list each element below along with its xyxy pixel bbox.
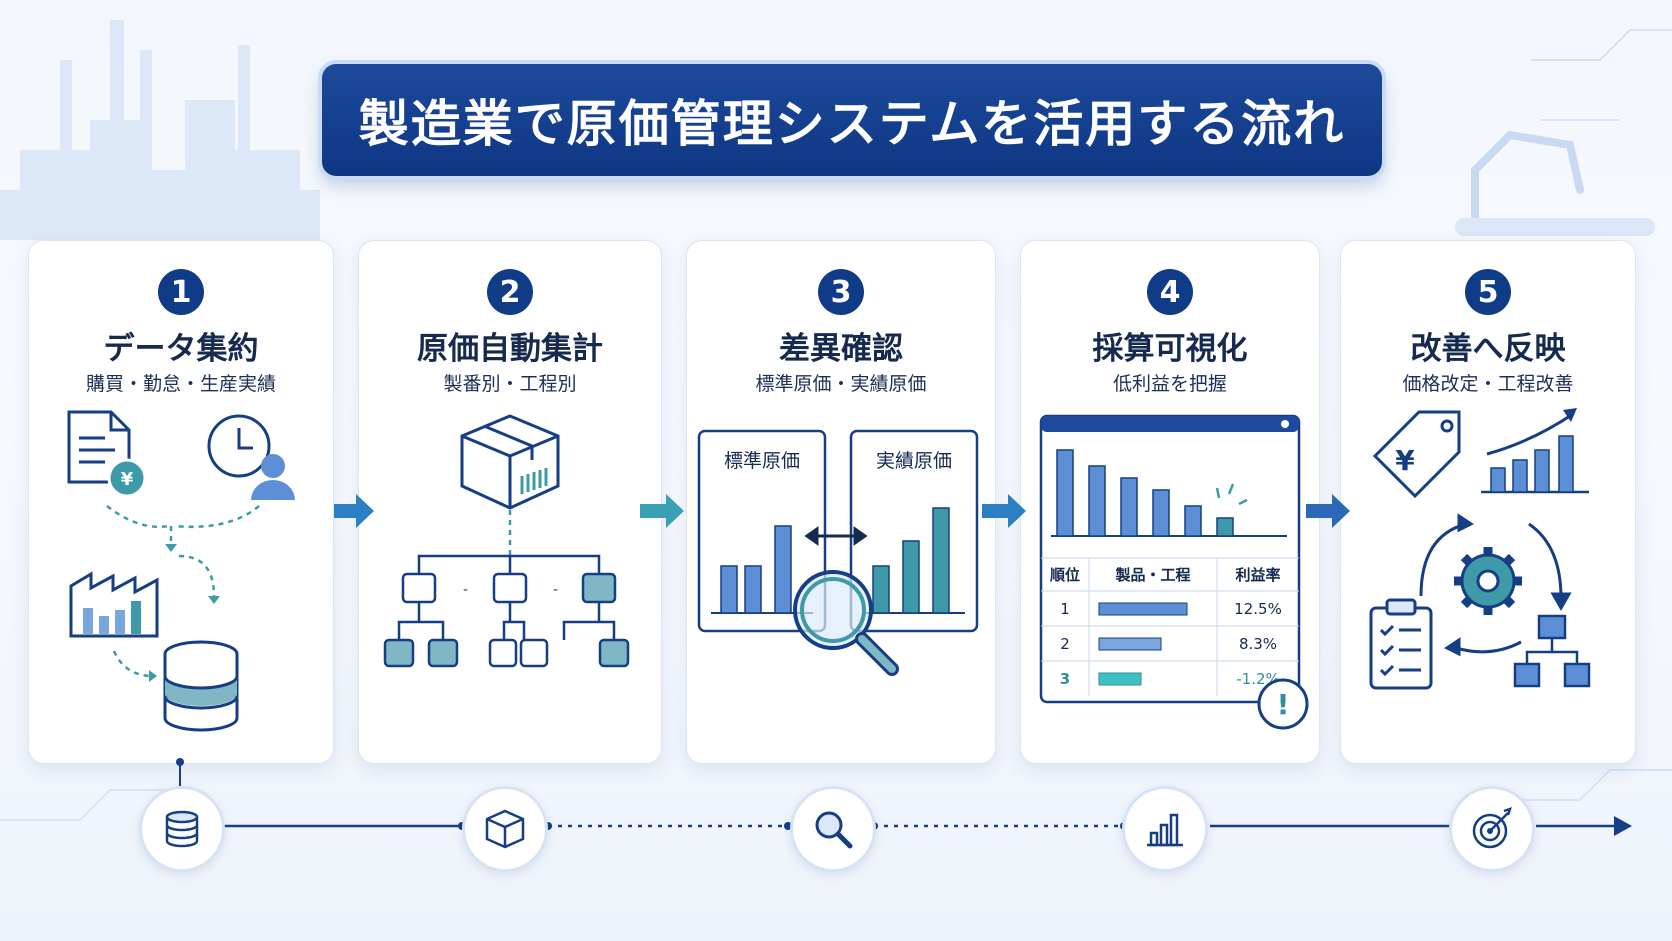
- page-title: 製造業で原価管理システムを活用する流れ: [358, 95, 1346, 153]
- step1-illustration: ¥: [67, 410, 295, 732]
- svg-text:!: !: [1277, 688, 1290, 721]
- cycle-arrows-icon: [1419, 513, 1572, 657]
- actual-cost-label: 実績原価: [876, 450, 952, 472]
- step4-illustration: 順位 製品・工程 利益率 1 12.5% 2 8.3% 3 -1.2% !: [1039, 414, 1309, 730]
- timeline-node-2: [462, 786, 548, 872]
- magnifier-icon: [815, 811, 853, 849]
- step-title: データ集約: [103, 331, 259, 367]
- svg-text:-: -: [463, 582, 468, 598]
- standard-cost-label: 標準原価: [724, 450, 800, 472]
- step-subtitle: 標準原価・実績原価: [755, 373, 927, 395]
- svg-text:12.5%: 12.5%: [1234, 600, 1282, 618]
- next-step-arrow-icon: [640, 494, 684, 528]
- gear-icon: [1454, 547, 1522, 615]
- step-subtitle: 購買・勤怠・生産実績: [85, 373, 276, 395]
- profit-ranking-table: 順位 製品・工程 利益率 1 12.5% 2 8.3% 3 -1.2%: [1041, 557, 1299, 696]
- svg-text:1: 1: [1060, 600, 1070, 618]
- table-header: 製品・工程: [1114, 566, 1190, 584]
- compare-arrow-icon: [804, 526, 868, 546]
- next-step-arrow-icon: [1306, 494, 1350, 528]
- table-row: 2 8.3%: [1060, 635, 1277, 653]
- svg-text:-: -: [553, 582, 558, 598]
- growth-chart-icon: [1481, 408, 1589, 494]
- step5-illustration: ¥: [1369, 408, 1591, 690]
- step-subtitle: 低利益を把握: [1112, 373, 1227, 395]
- step-number-badge: 3: [818, 269, 864, 315]
- hierarchy-icon: [1513, 614, 1591, 688]
- step-number-badge: 5: [1465, 269, 1511, 315]
- clock-user-icon: [207, 414, 295, 500]
- title-banner: 製造業で原価管理システムを活用する流れ: [322, 64, 1382, 176]
- step2-illustration: - -: [383, 414, 630, 668]
- timeline-node-5: [1449, 786, 1535, 872]
- step-number-badge: 2: [487, 269, 533, 315]
- step-subtitle: 価格改定・工程改善: [1402, 373, 1574, 395]
- magnifier-icon: [793, 570, 899, 676]
- circuit-lines: [0, 29, 1672, 821]
- factory-chart-icon: [69, 571, 159, 638]
- table-row: 1 12.5%: [1060, 600, 1282, 618]
- svg-text:¥: ¥: [1395, 444, 1415, 477]
- box-icon: [460, 414, 560, 510]
- step-subtitle: 製番別・工程別: [443, 373, 577, 395]
- svg-text:2: 2: [1060, 635, 1070, 653]
- step-card-3: 3 差異確認 標準原価・実績原価 標準原価 実績原価: [686, 240, 996, 764]
- step-card-1: 1 データ集約 購買・勤怠・生産実績 ¥: [28, 240, 334, 764]
- next-step-arrow-icon: [334, 494, 374, 528]
- target-icon: [1472, 807, 1512, 849]
- table-row: 3 -1.2%: [1060, 670, 1280, 688]
- price-tag-icon: ¥: [1372, 410, 1461, 499]
- alert-icon: !: [1257, 678, 1309, 730]
- document-yen-icon: ¥: [67, 410, 147, 498]
- next-step-arrow-icon: [982, 494, 1026, 528]
- step-title: 原価自動集計: [417, 331, 603, 367]
- step-title: 改善へ反映: [1410, 331, 1566, 367]
- step-card-4: 4 採算可視化 低利益を把握 順位 製品・工程 利益率 1 12.5%: [1020, 240, 1320, 764]
- timeline-node-3: [790, 786, 876, 872]
- box-icon: [485, 809, 525, 849]
- step-card-5: 5 改善へ反映 価格改定・工程改善 ¥: [1340, 240, 1636, 764]
- bar-chart-icon: [1147, 813, 1183, 847]
- tree-icon: [383, 510, 630, 668]
- svg-text:8.3%: 8.3%: [1239, 635, 1277, 653]
- timeline-node-4: [1122, 786, 1208, 872]
- robot-arm-illustration: [1455, 130, 1655, 236]
- step-title: 採算可視化: [1092, 331, 1248, 367]
- step-number-badge: 1: [158, 269, 204, 315]
- database-icon: [163, 640, 239, 732]
- factory-skyline-illustration: [0, 20, 320, 240]
- step3-illustration: 標準原価 実績原価: [697, 429, 979, 676]
- table-header: 順位: [1049, 566, 1080, 584]
- clipboard-icon: [1369, 598, 1433, 690]
- step-card-2: 2 原価自動集計 製番別・工程別 - -: [358, 240, 662, 764]
- timeline-node-1: [139, 786, 225, 872]
- database-icon: [165, 810, 199, 848]
- svg-text:3: 3: [1060, 670, 1070, 688]
- svg-text:¥: ¥: [121, 469, 134, 490]
- step-number-badge: 4: [1147, 269, 1193, 315]
- table-header: 利益率: [1235, 566, 1280, 584]
- step-title: 差異確認: [779, 331, 903, 367]
